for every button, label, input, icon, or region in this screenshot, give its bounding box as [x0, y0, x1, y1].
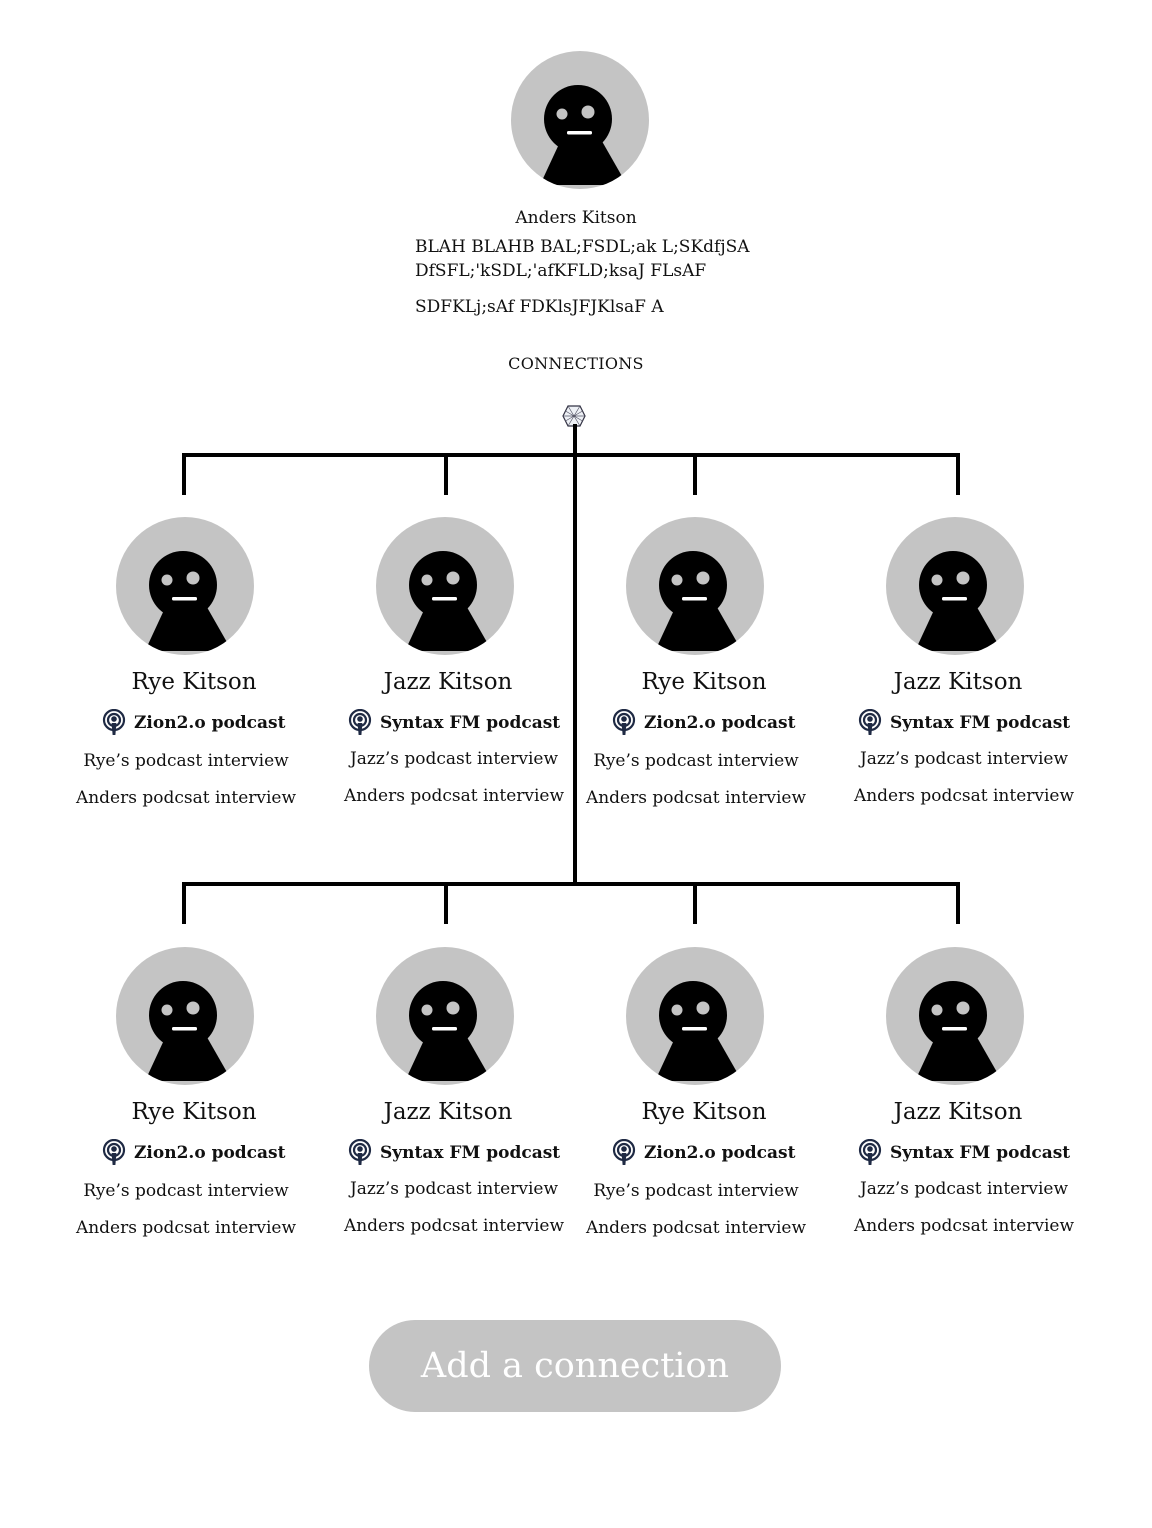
network-hub-icon — [562, 404, 586, 428]
person-avatar-icon — [915, 981, 1002, 1081]
person-avatar-icon — [915, 551, 1002, 651]
podcast-link[interactable]: Zion2.o podcast — [612, 709, 795, 737]
tree-drop-line — [693, 882, 697, 924]
connection-avatar[interactable] — [626, 947, 764, 1085]
connection-avatar[interactable] — [376, 517, 514, 655]
interview-link[interactable]: Anders podcsat interview — [343, 1216, 565, 1236]
interview-link[interactable]: Anders podcsat interview — [585, 788, 807, 808]
person-avatar-icon — [405, 981, 492, 1081]
interview-link[interactable]: Anders podcsat interview — [343, 786, 565, 806]
interview-link[interactable]: Rye’s podcast interview — [83, 1181, 289, 1201]
connection-name[interactable]: Rye Kitson — [641, 1099, 767, 1125]
podcast-icon — [102, 1139, 126, 1165]
podcast-name: Syntax FM podcast — [380, 1143, 561, 1163]
interview-link[interactable]: Jazz’s podcast interview — [349, 1179, 559, 1199]
owner-avatar — [511, 51, 649, 189]
podcast-name: Zion2.o podcast — [134, 1143, 286, 1163]
connection-name[interactable]: Jazz Kitson — [893, 669, 1023, 695]
podcast-name: Zion2.o podcast — [644, 713, 796, 733]
tree-drop-line — [444, 453, 448, 495]
interview-link[interactable]: Anders podcsat interview — [75, 788, 297, 808]
person-avatar-icon — [540, 85, 627, 185]
tree-trunk-line — [573, 424, 577, 884]
podcast-icon — [348, 709, 372, 735]
connection-avatar[interactable] — [886, 947, 1024, 1085]
owner-bio-line: BLAH BLAHB BAL;FSDL;ak L;SKdfjSA — [415, 237, 750, 257]
tree-drop-line — [444, 882, 448, 924]
podcast-link[interactable]: Zion2.o podcast — [612, 1139, 795, 1167]
interview-link[interactable]: Jazz’s podcast interview — [859, 1179, 1069, 1199]
connection-avatar[interactable] — [376, 947, 514, 1085]
podcast-name: Zion2.o podcast — [134, 713, 286, 733]
interview-link[interactable]: Jazz’s podcast interview — [859, 749, 1069, 769]
connection-name[interactable]: Rye Kitson — [131, 1099, 257, 1125]
podcast-icon — [858, 709, 882, 735]
person-avatar-icon — [655, 981, 742, 1081]
connection-name[interactable]: Jazz Kitson — [383, 1099, 513, 1125]
podcast-link[interactable]: Zion2.o podcast — [102, 709, 285, 737]
person-avatar-icon — [655, 551, 742, 651]
podcast-link[interactable]: Syntax FM podcast — [858, 1139, 1070, 1167]
tree-branch-row-1 — [182, 453, 960, 457]
podcast-link[interactable]: Syntax FM podcast — [348, 709, 560, 737]
connection-name[interactable]: Rye Kitson — [131, 669, 257, 695]
podcast-name: Zion2.o podcast — [644, 1143, 796, 1163]
interview-link[interactable]: Rye’s podcast interview — [593, 751, 799, 771]
connection-avatar[interactable] — [116, 517, 254, 655]
interview-link[interactable]: Anders podcsat interview — [853, 1216, 1075, 1236]
podcast-icon — [102, 709, 126, 735]
interview-link[interactable]: Rye’s podcast interview — [83, 751, 289, 771]
podcast-icon — [348, 1139, 372, 1165]
podcast-icon — [612, 1139, 636, 1165]
podcast-icon — [858, 1139, 882, 1165]
person-avatar-icon — [145, 551, 232, 651]
podcast-name: Syntax FM podcast — [380, 713, 561, 733]
connection-name[interactable]: Jazz Kitson — [383, 669, 513, 695]
interview-link[interactable]: Rye’s podcast interview — [593, 1181, 799, 1201]
interview-link[interactable]: Anders podcsat interview — [853, 786, 1075, 806]
tree-drop-line — [956, 882, 960, 924]
connection-avatar[interactable] — [626, 517, 764, 655]
podcast-link[interactable]: Zion2.o podcast — [102, 1139, 285, 1167]
podcast-icon — [612, 709, 636, 735]
owner-bio-line: DfSFL;'kSDL;'afKFLD;ksaJ FLsAF — [415, 261, 707, 281]
podcast-name: Syntax FM podcast — [890, 713, 1071, 733]
tree-drop-line — [182, 453, 186, 495]
tree-drop-line — [182, 882, 186, 924]
podcast-link[interactable]: Syntax FM podcast — [348, 1139, 560, 1167]
podcast-name: Syntax FM podcast — [890, 1143, 1071, 1163]
tree-branch-row-2 — [182, 882, 960, 886]
tree-drop-line — [693, 453, 697, 495]
tree-drop-line — [956, 453, 960, 495]
owner-name: Anders Kitson — [515, 208, 637, 228]
connection-avatar[interactable] — [116, 947, 254, 1085]
connections-heading: CONNECTIONS — [508, 354, 644, 373]
connection-name[interactable]: Rye Kitson — [641, 669, 767, 695]
interview-link[interactable]: Anders podcsat interview — [75, 1218, 297, 1238]
connection-name[interactable]: Jazz Kitson — [893, 1099, 1023, 1125]
podcast-link[interactable]: Syntax FM podcast — [858, 709, 1070, 737]
add-connection-button[interactable]: Add a connection — [369, 1320, 781, 1412]
interview-link[interactable]: Jazz’s podcast interview — [349, 749, 559, 769]
interview-link[interactable]: Anders podcsat interview — [585, 1218, 807, 1238]
person-avatar-icon — [405, 551, 492, 651]
connection-avatar[interactable] — [886, 517, 1024, 655]
owner-bio-line: SDFKLj;sAf FDKlsJFJKlsaF A — [415, 297, 664, 317]
person-avatar-icon — [145, 981, 232, 1081]
